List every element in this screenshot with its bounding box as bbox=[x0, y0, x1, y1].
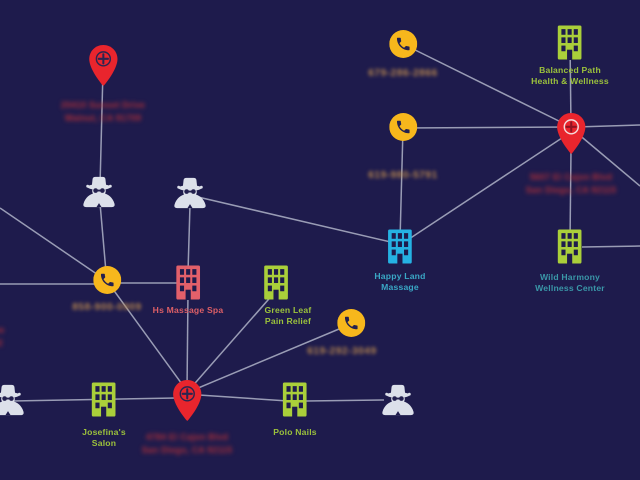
node-phone-619-980[interactable]: 619-980-5791 bbox=[368, 113, 437, 182]
node-location-walnut[interactable]: 20410 Sunset Drive Walnut, CA 91709 bbox=[61, 44, 145, 125]
location-pin-icon bbox=[556, 113, 586, 155]
address-label: 4784 El Cajon Blvd San Diego, CA 92115 bbox=[141, 432, 233, 455]
phone-number-label: 619-292-3049 bbox=[307, 346, 377, 357]
address-label: 20410 Sunset Drive Walnut, CA 91709 bbox=[60, 100, 146, 123]
node-unknown-person-3[interactable] bbox=[0, 383, 25, 416]
node-business-polo-nails[interactable]: Polo Nails bbox=[273, 382, 317, 438]
node-unknown-person-4[interactable] bbox=[381, 383, 415, 416]
phone-number-label: 619-980-5791 bbox=[368, 170, 438, 181]
location-pin-icon bbox=[88, 45, 118, 87]
node-unknown-person-1[interactable] bbox=[82, 175, 116, 208]
node-unknown-person-2[interactable] bbox=[173, 176, 207, 209]
business-label: Hs Massage Spa bbox=[152, 305, 224, 315]
node-phone-679[interactable]: 679-286-2866 bbox=[368, 30, 437, 80]
node-business-wild-harmony[interactable]: Wild Harmony Wellness Center bbox=[535, 229, 605, 294]
spy-icon bbox=[382, 384, 414, 416]
node-business-happy-land[interactable]: Happy Land Massage bbox=[374, 229, 425, 293]
building-icon bbox=[388, 229, 412, 264]
spy-icon bbox=[174, 177, 206, 209]
offscreen-address-fragment: 10 Ave CA 92 bbox=[0, 325, 5, 348]
phone-number-label: 858-900-0909 bbox=[72, 302, 142, 313]
phone-icon bbox=[92, 266, 121, 294]
business-label: Wild Harmony Wellness Center bbox=[535, 272, 605, 294]
spy-icon bbox=[0, 384, 24, 416]
phone-icon bbox=[388, 113, 417, 141]
phone-icon bbox=[336, 309, 365, 337]
business-label: Green Leaf Pain Relief bbox=[264, 305, 312, 327]
node-location-cajon-4784[interactable]: 4784 El Cajon Blvd San Diego, CA 92115 bbox=[142, 379, 233, 457]
phone-number-label: 679-286-2866 bbox=[368, 68, 438, 79]
node-phone-619-292[interactable]: 619-292-3049 bbox=[307, 309, 385, 358]
node-business-josefinas[interactable]: Josefina's Salon bbox=[82, 382, 126, 449]
building-icon bbox=[558, 25, 582, 60]
building-icon bbox=[264, 265, 288, 300]
business-label: Balanced Path Health & Wellness bbox=[531, 65, 609, 87]
address-label: 5607 El Cajon Blvd San Diego, CA 92115 bbox=[525, 172, 617, 195]
building-icon bbox=[92, 382, 116, 417]
node-phone-858[interactable]: 858-900-0909 bbox=[72, 266, 141, 314]
node-location-cajon-5607[interactable]: 5607 El Cajon Blvd San Diego, CA 92115 bbox=[526, 112, 617, 197]
building-icon bbox=[283, 382, 307, 417]
spy-icon bbox=[83, 176, 115, 208]
business-label: Happy Land Massage bbox=[374, 271, 426, 293]
building-icon bbox=[558, 229, 582, 264]
node-business-green-leaf[interactable]: Green Leaf Pain Relief bbox=[253, 265, 311, 327]
location-pin-icon bbox=[172, 380, 202, 422]
business-label: Polo Nails bbox=[273, 427, 317, 437]
phone-icon bbox=[388, 30, 417, 58]
node-business-balanced-path[interactable]: Balanced Path Health & Wellness bbox=[531, 25, 609, 87]
building-icon bbox=[176, 265, 200, 300]
node-business-hs-massage[interactable]: Hs Massage Spa bbox=[153, 265, 224, 316]
business-label: Josefina's Salon bbox=[82, 427, 126, 449]
